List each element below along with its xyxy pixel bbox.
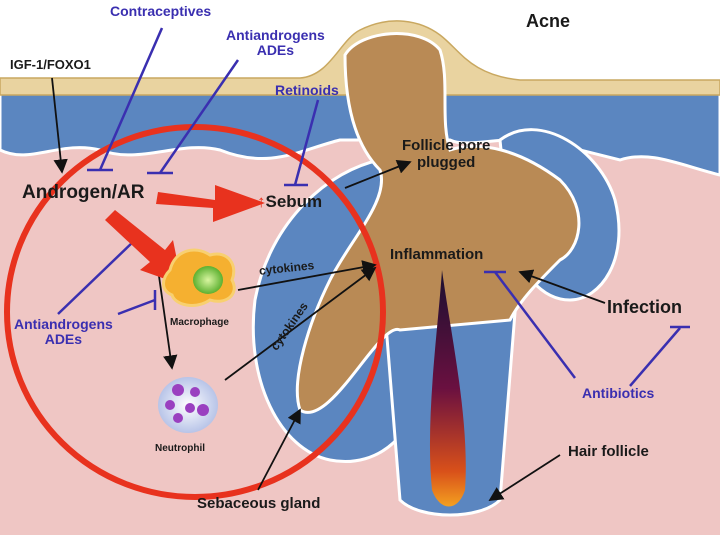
label-contraceptives: Contraceptives xyxy=(110,3,212,19)
label-hair-follicle: Hair follicle xyxy=(568,443,649,460)
label-androgen: Androgen/AR xyxy=(22,182,145,203)
pathway-arrows xyxy=(51,77,606,501)
title-acne: Acne xyxy=(526,11,571,31)
sebum-text: Sebum xyxy=(265,192,323,211)
antiandrogens-top-line1: Antiandrogens xyxy=(226,27,325,43)
antiandrogens-left-line2: ADEs xyxy=(44,331,83,348)
label-inflammation: Inflammation xyxy=(390,246,484,263)
label-retinoids: Retinoids xyxy=(275,82,339,98)
macrophage-nucleus xyxy=(193,266,223,294)
hair-shaft xyxy=(429,270,466,507)
follicle-line1: Follicle pore xyxy=(402,137,491,154)
sebum-plug xyxy=(295,32,581,414)
follicle-line2: plugged xyxy=(417,153,476,171)
antiandrogens-top-line2: ADEs xyxy=(256,42,295,59)
label-macrophage: Macrophage xyxy=(170,317,229,328)
label-infection: Infection xyxy=(607,297,682,317)
label-sebaceous-gland: Sebaceous gland xyxy=(197,495,321,512)
red-arrows xyxy=(105,185,265,285)
highlight-circle xyxy=(4,124,386,500)
antiandrogens-left-line1: Antiandrogens xyxy=(14,316,113,332)
label-antibiotics: Antibiotics xyxy=(582,385,655,401)
label-sebum: ↑Sebum xyxy=(257,192,323,212)
neutrophil-icon xyxy=(158,377,218,433)
increase-arrow-icon: ↑ xyxy=(257,192,266,211)
label-neutrophil: Neutrophil xyxy=(155,443,205,454)
label-igf: IGF-1/FOXO1 xyxy=(10,57,91,72)
inhibitor-lines xyxy=(57,27,690,387)
